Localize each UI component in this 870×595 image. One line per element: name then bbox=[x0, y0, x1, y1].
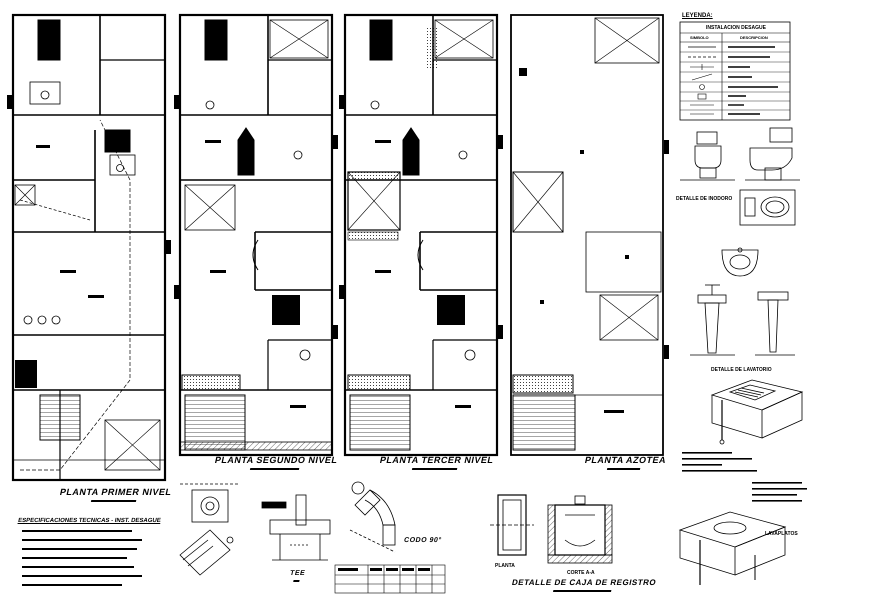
legend-title: LEYENDA: bbox=[682, 13, 713, 19]
label-planta-azotea: PLANTA AZOTEA bbox=[584, 455, 667, 470]
specs-title: ESPECIFICACIONES TECNICAS - INST. DESAGU… bbox=[17, 518, 162, 524]
notes-lavadero bbox=[682, 452, 807, 502]
legend-header: INSTALACION DESAGUE bbox=[706, 25, 766, 31]
detail-lavatorio bbox=[690, 247, 795, 356]
detail-inodoro bbox=[680, 127, 800, 226]
spec-lines bbox=[22, 530, 142, 586]
detail-trampa bbox=[179, 483, 240, 576]
legend-col-symbol: SIMBOLO bbox=[690, 35, 709, 40]
plan-tercer-nivel bbox=[339, 13, 503, 457]
label-planta-primer-nivel: PLANTA PRIMER NIVEL bbox=[59, 487, 173, 502]
fittings-table bbox=[334, 564, 446, 594]
plan-azotea bbox=[510, 14, 669, 456]
detail-lavadero bbox=[710, 379, 804, 445]
label-corte: CORTE A-A bbox=[567, 570, 595, 576]
label-planta-tercer-nivel: PLANTA TERCER NIVEL bbox=[379, 455, 495, 470]
label-detalle-caja-registro: DETALLE DE CAJA DE REGISTRO bbox=[511, 578, 657, 592]
label-tee: TEE bbox=[289, 570, 306, 582]
label-codo: CODO 90° bbox=[403, 537, 443, 544]
label-detalle-lavatorio: DETALLE DE LAVATORIO bbox=[711, 367, 772, 373]
detail-tee bbox=[261, 494, 331, 561]
label-detalle-inodoro: DETALLE DE INODORO bbox=[676, 196, 733, 202]
label-planta-segundo-nivel: PLANTA SEGUNDO NIVEL bbox=[214, 455, 339, 470]
label-planta-caja: PLANTA bbox=[495, 563, 515, 569]
detail-codo bbox=[349, 481, 396, 553]
detail-caja-registro bbox=[490, 494, 613, 564]
plan-segundo-nivel bbox=[174, 13, 338, 457]
label-lavaplatos: LAVAPLATOS bbox=[765, 531, 798, 537]
legend-col-description: DESCRIPCION bbox=[740, 35, 768, 40]
detail-lavaplatos bbox=[678, 511, 787, 585]
legend-table bbox=[679, 21, 791, 121]
plan-primer-nivel bbox=[7, 13, 171, 482]
